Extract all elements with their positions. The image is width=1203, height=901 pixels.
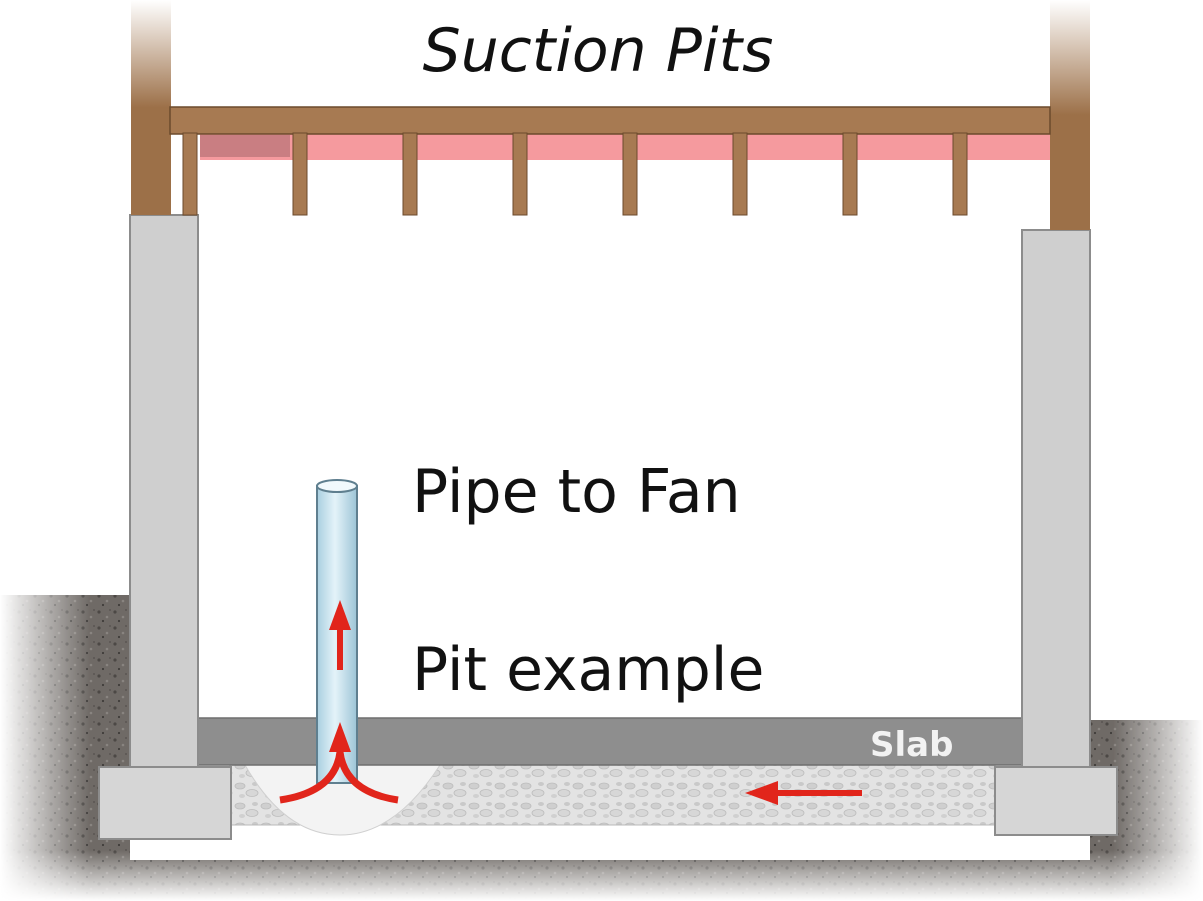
right-footing xyxy=(994,766,1118,836)
rim-beam xyxy=(169,106,1051,135)
pit-label: Pit example xyxy=(412,635,764,705)
right-foundation-wall xyxy=(1021,229,1091,768)
joist-4 xyxy=(512,132,528,216)
floor-framing xyxy=(131,0,1090,230)
arrow-up-icon xyxy=(329,600,351,670)
soil xyxy=(0,590,1203,901)
joist-6 xyxy=(732,132,748,216)
left-wood-post xyxy=(131,0,171,215)
insulation-shadow xyxy=(200,135,290,157)
arrow-up-icon xyxy=(279,722,399,804)
left-footing xyxy=(98,766,232,840)
joist-8 xyxy=(952,132,968,216)
left-foundation-wall xyxy=(129,214,199,768)
pipe-opening xyxy=(316,479,358,493)
joist-2 xyxy=(292,132,308,216)
arrow-left-icon xyxy=(745,781,862,805)
right-wood-post xyxy=(1050,0,1090,230)
joist-7 xyxy=(842,132,858,216)
pipe-label: Pipe to Fan xyxy=(412,457,741,527)
joist-1 xyxy=(182,132,198,216)
airflow-arrows xyxy=(279,600,862,805)
slab-label: Slab xyxy=(870,725,953,765)
diagram-title: Suction Pits xyxy=(423,16,774,86)
joist-3 xyxy=(402,132,418,216)
joist-5 xyxy=(622,132,638,216)
suction-pit xyxy=(244,764,441,836)
